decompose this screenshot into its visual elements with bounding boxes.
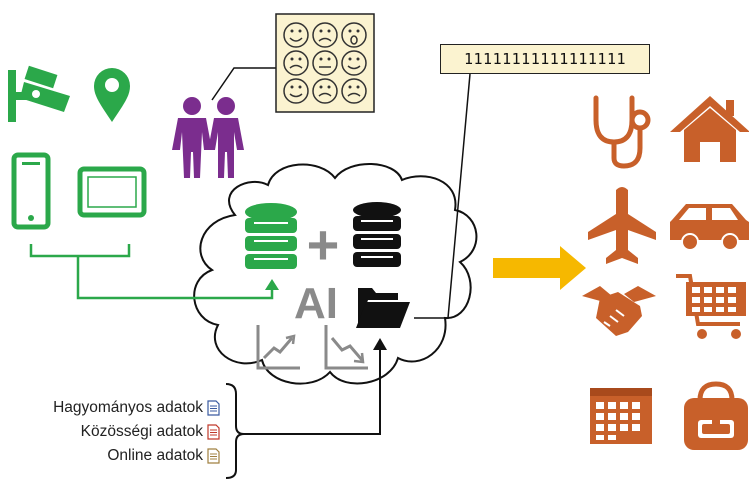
tablet-icon xyxy=(77,166,147,218)
emotion-faces-icon xyxy=(275,13,375,113)
data-source-label: Online adatok xyxy=(107,447,203,464)
output-arrow xyxy=(493,246,586,290)
data-source-label: Hagyományos adatok xyxy=(53,399,203,416)
car-icon xyxy=(670,204,749,251)
green-connector-line xyxy=(29,244,274,300)
shopping-cart-icon xyxy=(676,274,746,339)
calendar-icon xyxy=(590,388,652,444)
green-database-icon xyxy=(245,203,297,269)
ai-label: AI xyxy=(294,279,338,328)
binary-data-label: 11111111111111111 xyxy=(440,44,650,74)
callout-line-faces xyxy=(211,67,280,101)
data-source-legend: Hagyományos adatok Közösségi adatok Onli… xyxy=(53,396,220,468)
data-source-online: Online adatok xyxy=(53,444,220,468)
data-source-bracket xyxy=(225,346,381,479)
location-pin-icon xyxy=(94,68,130,122)
tan-document-icon xyxy=(207,448,220,464)
data-source-traditional: Hagyományos adatok xyxy=(53,396,220,420)
open-folder-icon xyxy=(356,288,410,328)
blue-document-icon xyxy=(207,400,220,416)
trend-up-chart-icon xyxy=(256,325,300,370)
red-document-icon xyxy=(207,424,220,440)
house-icon xyxy=(670,96,749,162)
black-database-icon xyxy=(353,202,401,267)
smartphone-icon xyxy=(11,152,51,230)
green-arrow-head xyxy=(265,279,279,290)
stethoscope-icon xyxy=(593,95,651,169)
trend-down-chart-icon xyxy=(324,325,368,370)
handshake-icon xyxy=(582,286,656,336)
plus-sign: + xyxy=(307,213,340,276)
airplane-icon xyxy=(588,187,656,264)
callout-line-binary xyxy=(414,73,471,319)
black-arrow-head xyxy=(373,338,387,350)
data-source-social: Közösségi adatok xyxy=(53,420,220,444)
people-icon xyxy=(172,97,244,178)
data-source-label: Közösségi adatok xyxy=(80,423,203,440)
surveillance-camera-icon xyxy=(8,65,70,122)
backpack-icon xyxy=(684,381,748,450)
